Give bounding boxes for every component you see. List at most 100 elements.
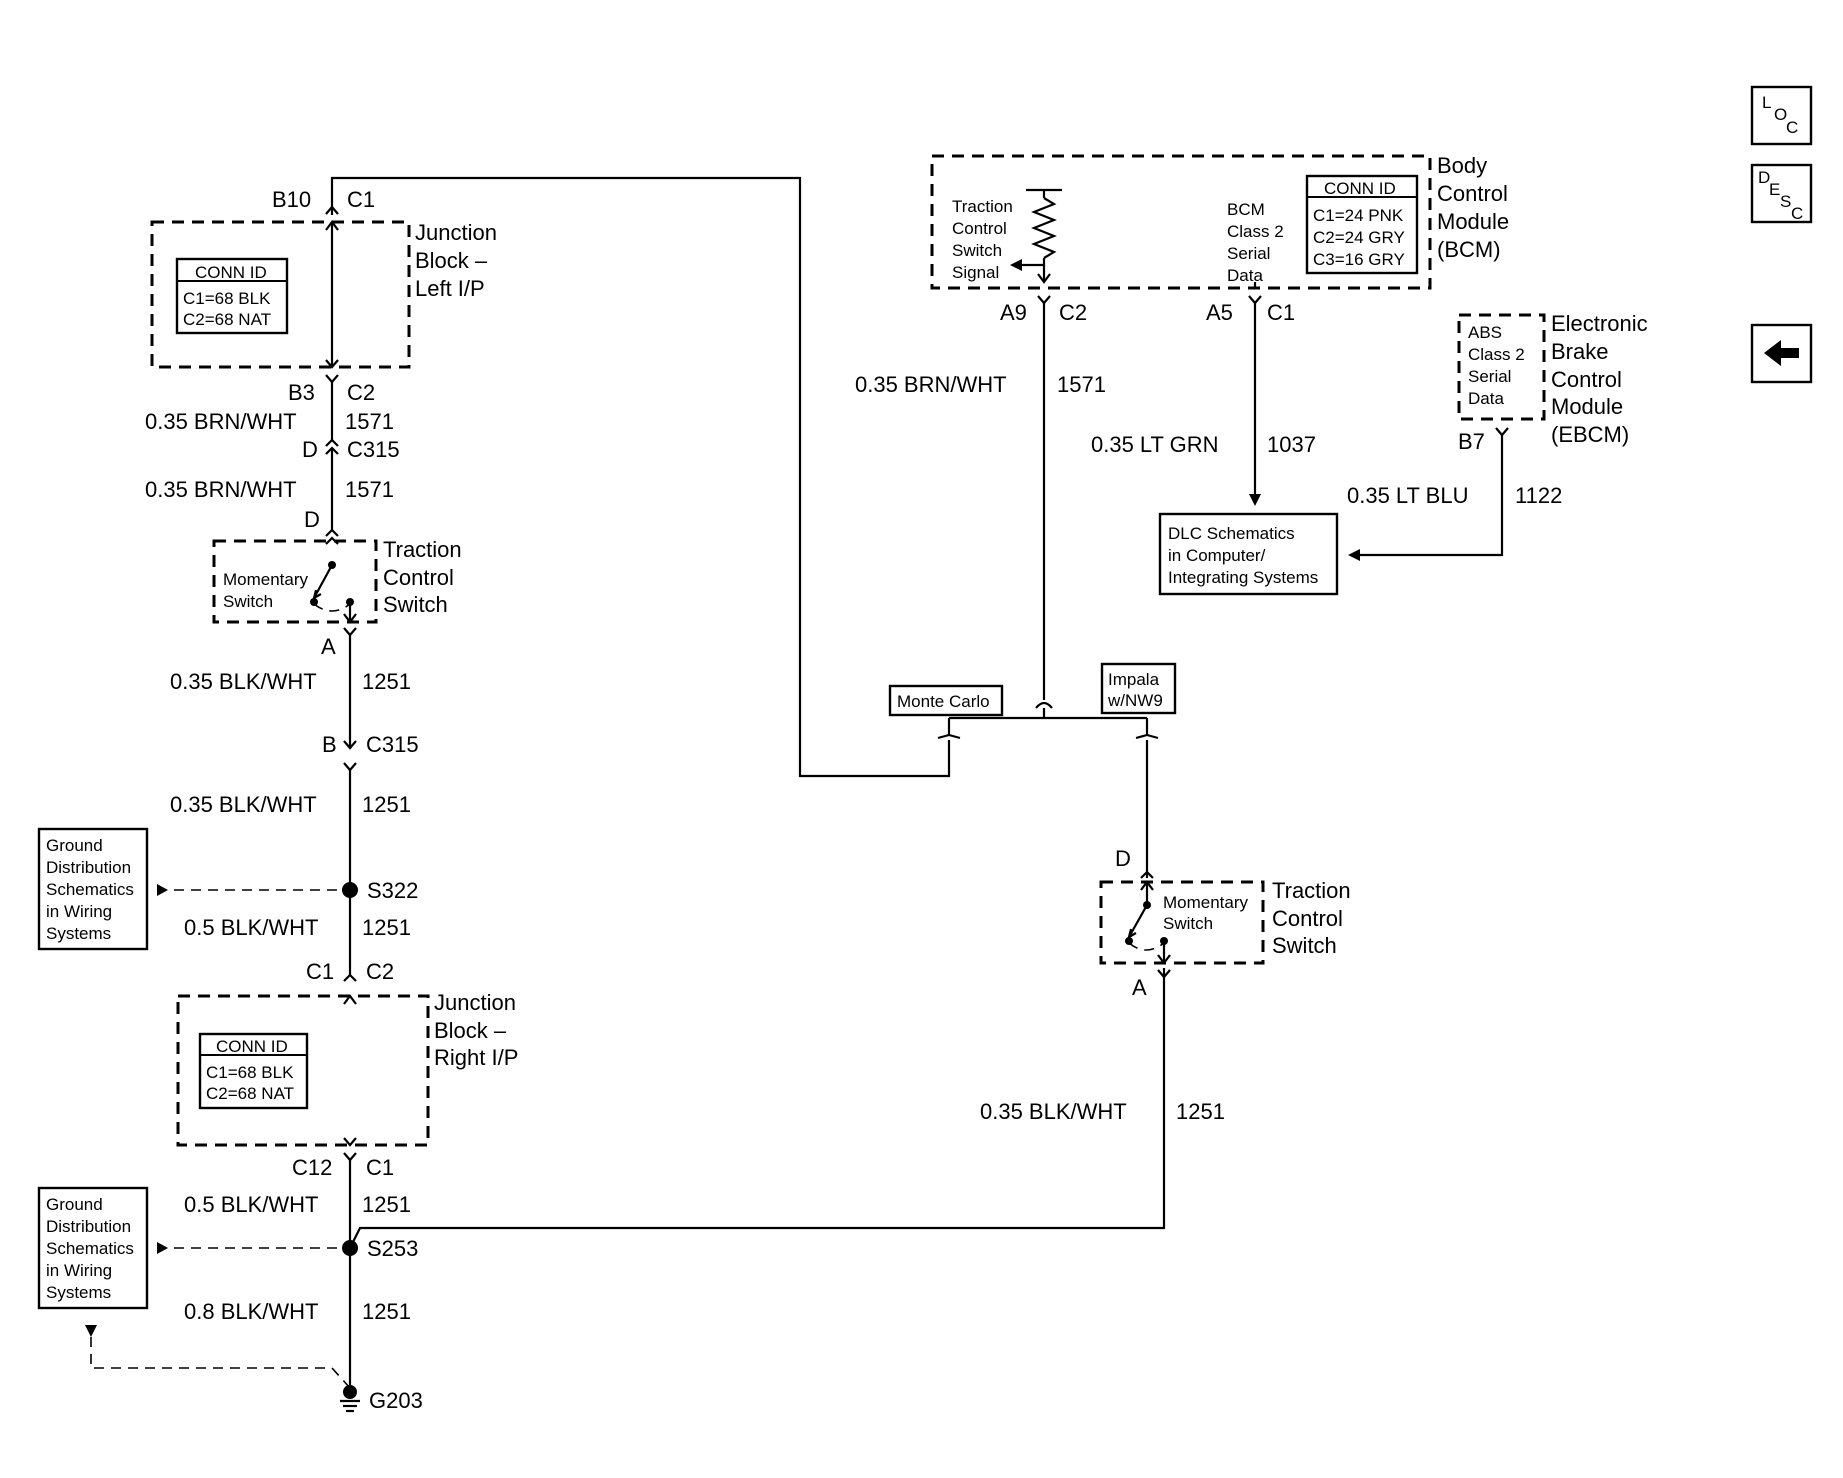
svg-text:C315: C315 [366,732,419,757]
svg-text:0.35 BLK/WHT: 0.35 BLK/WHT [980,1099,1127,1124]
pin-b7: B7 [1458,429,1485,454]
svg-text:Signal: Signal [952,263,999,282]
svg-text:1122: 1122 [1515,483,1562,508]
svg-text:0.5 BLK/WHT: 0.5 BLK/WHT [184,1192,318,1217]
svg-text:DLC Schematics: DLC Schematics [1168,524,1295,543]
svg-text:D: D [1115,846,1131,871]
svg-text:C2=24 GRY: C2=24 GRY [1313,228,1405,247]
svg-text:C3=16 GRY: C3=16 GRY [1313,250,1405,269]
conn-c1-bcm: C1 [1267,300,1295,325]
svg-text:0.35 BLK/WHT: 0.35 BLK/WHT [170,669,317,694]
svg-text:S253: S253 [367,1236,418,1261]
pin-c12: C12 [292,1155,332,1180]
svg-text:L: L [1762,93,1771,112]
svg-text:C2=68 NAT: C2=68 NAT [206,1084,294,1103]
svg-text:A: A [1132,975,1147,1000]
svg-text:0.35 BLK/WHT: 0.35 BLK/WHT [170,792,317,817]
svg-text:Control: Control [1272,906,1343,931]
svg-text:0.35 BRN/WHT: 0.35 BRN/WHT [145,409,297,434]
svg-text:Switch: Switch [952,241,1002,260]
ground-distribution-ref-1[interactable]: Ground Distribution Schematics in Wiring… [37,827,149,951]
svg-text:A: A [321,634,336,659]
svg-text:1251: 1251 [362,792,411,817]
conn-c1-jbr-bot: C1 [366,1155,394,1180]
svg-text:Schematics: Schematics [46,1239,134,1258]
wire-1251-right-switch [349,968,1166,1249]
svg-text:D: D [302,437,318,462]
svg-text:Class 2: Class 2 [1468,345,1525,364]
svg-text:1571: 1571 [345,409,394,434]
svg-text:Block –: Block – [434,1018,507,1043]
pin-a9: A9 [1000,300,1027,325]
conn-c2: C2 [347,380,375,405]
svg-text:in Wiring: in Wiring [46,902,112,921]
conn-c2-jbr: C2 [366,959,394,984]
svg-text:Block –: Block – [415,248,488,273]
pin-b10: B10 [272,187,311,212]
svg-text:1251: 1251 [362,1192,411,1217]
ground-g203-icon [340,1385,360,1413]
svg-text:Systems: Systems [46,1283,111,1302]
pin-c1-jbr: C1 [306,959,334,984]
conn-c2-bcm: C2 [1059,300,1087,325]
svg-text:Traction: Traction [952,197,1013,216]
svg-text:Distribution: Distribution [46,1217,131,1236]
svg-text:CONN ID: CONN ID [1324,179,1396,198]
back-button[interactable] [1750,323,1813,384]
junction-block-right: Junction Block – Right I/P CONN ID C1=68… [176,990,518,1147]
svg-text:0.5 BLK/WHT: 0.5 BLK/WHT [184,915,318,940]
svg-text:Distribution: Distribution [46,858,131,877]
svg-text:Control: Control [1437,181,1508,206]
svg-text:1037: 1037 [1267,432,1316,457]
svg-text:CONN ID: CONN ID [216,1037,288,1056]
svg-text:B: B [322,732,337,757]
svg-text:1251: 1251 [1176,1099,1225,1124]
conn-id-table: CONN ID C1=68 BLK C2=68 NAT [175,257,289,335]
svg-text:Traction: Traction [383,537,462,562]
traction-control-switch-left: Momentary Switch Traction Control Switch [212,537,462,624]
svg-text:1251: 1251 [362,915,411,940]
ground-distribution-ref-2[interactable]: Ground Distribution Schematics in Wiring… [37,1186,149,1310]
option-monte-carlo: Monte Carlo [888,684,1004,717]
junction-block-left: Junction Block – Left I/P CONN ID C1=68 … [150,220,497,369]
pin-b3: B3 [288,380,315,405]
body-control-module: Body Control Module (BCM) Traction Contr… [930,153,1509,290]
conn-id-table: CONN ID C1=24 PNK C2=24 GRY C3=16 GRY [1305,174,1419,275]
wire-1122 [1360,435,1504,557]
loc-button[interactable]: L O C [1750,85,1813,146]
svg-text:0.35 BRN/WHT: 0.35 BRN/WHT [855,372,1007,397]
svg-text:Monte Carlo: Monte Carlo [897,692,990,711]
svg-text:Junction: Junction [415,220,497,245]
svg-text:S322: S322 [367,878,418,903]
svg-text:Impala: Impala [1108,670,1160,689]
svg-text:BCM: BCM [1227,200,1265,219]
svg-text:Serial: Serial [1468,367,1511,386]
svg-text:in Computer/: in Computer/ [1168,546,1266,565]
electronic-brake-control-module: ABS Class 2 Serial Data Electronic Brake… [1457,311,1648,447]
svg-text:Momentary: Momentary [223,570,309,589]
svg-text:CONN ID: CONN ID [195,263,267,282]
svg-text:C: C [1786,118,1798,137]
desc-button[interactable]: D E S C [1750,163,1813,224]
svg-text:Module: Module [1437,209,1509,234]
svg-text:Class 2: Class 2 [1227,222,1284,241]
svg-text:Integrating Systems: Integrating Systems [1168,568,1318,587]
svg-text:Switch: Switch [1163,914,1213,933]
dlc-schematics-ref[interactable]: DLC Schematics in Computer/ Integrating … [1158,512,1339,596]
svg-text:in Wiring: in Wiring [46,1261,112,1280]
conn-id-table: CONN ID C1=68 BLK C2=68 NAT [198,1032,309,1110]
svg-text:Control: Control [1551,367,1622,392]
svg-text:(EBCM): (EBCM) [1551,422,1629,447]
svg-text:C1=68 BLK: C1=68 BLK [183,289,271,308]
svg-text:G203: G203 [369,1388,423,1413]
svg-text:Module: Module [1551,394,1623,419]
svg-text:E: E [1769,180,1780,199]
svg-text:0.8 BLK/WHT: 0.8 BLK/WHT [184,1299,318,1324]
svg-text:1251: 1251 [362,1299,411,1324]
svg-text:Data: Data [1227,266,1263,285]
svg-text:C1=68 BLK: C1=68 BLK [206,1063,294,1082]
svg-text:Left I/P: Left I/P [415,276,485,301]
svg-text:Right I/P: Right I/P [434,1045,518,1070]
svg-text:C: C [1791,204,1803,223]
